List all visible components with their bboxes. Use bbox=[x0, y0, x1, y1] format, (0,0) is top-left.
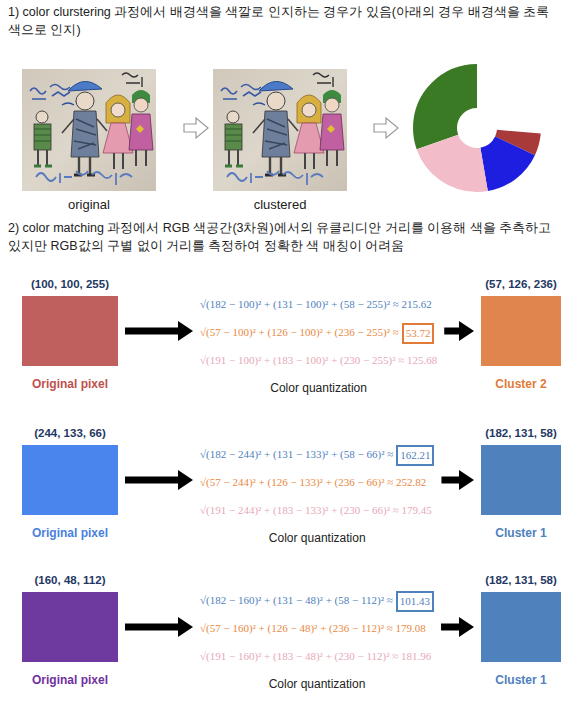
arrow-shaft bbox=[125, 624, 180, 631]
formula-line: √(57 − 160)² + (126 − 48)² + (236 − 112)… bbox=[200, 614, 434, 642]
distance-formula: √(191 − 100)² + (183 − 100)² + (230 − 25… bbox=[200, 354, 437, 366]
arrow-shaft bbox=[125, 328, 180, 335]
formula-line: √(191 − 244)² + (183 − 133)² + (230 − 66… bbox=[200, 496, 434, 524]
step-caption: Color quantization bbox=[200, 670, 434, 698]
pie-chart bbox=[435, 86, 519, 170]
pixel-node: (244, 133, 66) Original pixel bbox=[22, 425, 118, 541]
flow-arrow bbox=[184, 118, 208, 138]
color-swatch bbox=[481, 296, 561, 366]
color-swatch bbox=[481, 592, 561, 662]
flow-arrow bbox=[374, 118, 398, 138]
formula-line: √(182 − 244)² + (131 − 133)² + (58 − 66)… bbox=[200, 440, 434, 468]
distance-formula: √(191 − 160)² + (183 − 48)² + (230 − 112… bbox=[200, 650, 431, 662]
color-swatch bbox=[22, 296, 118, 366]
pie-slice bbox=[435, 86, 519, 170]
rgb-value: (182, 131, 58) bbox=[478, 425, 564, 441]
arrow-shaft bbox=[441, 477, 461, 484]
distance-block: √(182 − 160)² + (131 − 48)² + (58 − 112)… bbox=[200, 586, 434, 698]
rgb-value: (57, 126, 236) bbox=[478, 276, 564, 292]
pixel-label: Original pixel bbox=[22, 376, 118, 392]
distance-formula: √(182 − 100)² + (131 − 100)² + (58 − 255… bbox=[200, 298, 432, 310]
color-swatch bbox=[22, 445, 118, 515]
pixel-label: Original pixel bbox=[22, 672, 118, 688]
formula-line: √(57 − 244)² + (126 − 133)² + (236 − 66)… bbox=[200, 468, 434, 496]
section-note: 1) color clurstering 과정에서 배경색을 색깔로 인지하는 … bbox=[8, 3, 560, 39]
image-caption: clustered bbox=[213, 197, 347, 213]
distance-formula: √(182 − 244)² + (131 − 133)² + (58 − 66)… bbox=[200, 448, 393, 460]
formula-line: √(182 − 160)² + (131 − 48)² + (58 − 112)… bbox=[200, 586, 434, 614]
distance-formula: √(57 − 244)² + (126 − 133)² + (236 − 66)… bbox=[200, 476, 426, 488]
pie-slice bbox=[435, 86, 519, 170]
pie-slice bbox=[435, 86, 519, 170]
rgb-value: (100, 100, 255) bbox=[22, 276, 118, 292]
step-caption: Color quantization bbox=[200, 524, 434, 552]
pixel-label: Original pixel bbox=[22, 525, 118, 541]
pixel-label: Cluster 1 bbox=[478, 672, 564, 688]
min-distance: 101.43 bbox=[396, 591, 434, 612]
arrow-head bbox=[178, 470, 193, 490]
clustered-image bbox=[213, 69, 347, 191]
arrow-shaft bbox=[444, 328, 461, 335]
pixel-node: (182, 131, 58) Cluster 1 bbox=[478, 425, 564, 541]
rgb-value: (244, 133, 66) bbox=[22, 425, 118, 441]
formula-line: √(57 − 100)² + (126 − 100)² + (236 − 255… bbox=[200, 318, 437, 346]
formula-line: √(191 − 100)² + (183 − 100)² + (230 − 25… bbox=[200, 346, 437, 374]
formula-line: √(191 − 160)² + (183 − 48)² + (230 − 112… bbox=[200, 642, 434, 670]
color-swatch bbox=[22, 592, 118, 662]
arrow-head bbox=[459, 470, 474, 490]
arrow-head bbox=[459, 321, 474, 341]
arrow-head bbox=[178, 617, 193, 637]
pixel-node: (182, 131, 58) Cluster 1 bbox=[478, 572, 564, 688]
image-caption: original bbox=[22, 197, 156, 213]
pixel-node: (100, 100, 255) Original pixel bbox=[22, 276, 118, 392]
rgb-value: (160, 48, 112) bbox=[22, 572, 118, 588]
min-distance: 53.72 bbox=[402, 323, 435, 344]
pie-slice bbox=[435, 86, 519, 170]
rgb-value: (182, 131, 58) bbox=[478, 572, 564, 588]
distance-block: √(182 − 100)² + (131 − 100)² + (58 − 255… bbox=[200, 290, 437, 402]
distance-formula: √(182 − 160)² + (131 − 48)² + (58 − 112)… bbox=[200, 594, 393, 606]
min-distance: 162.21 bbox=[396, 445, 434, 466]
distance-formula: √(57 − 160)² + (126 − 48)² + (236 − 112)… bbox=[200, 622, 426, 634]
arrow-head bbox=[178, 321, 193, 341]
color-swatch bbox=[481, 445, 561, 515]
distance-formula: √(191 − 244)² + (183 − 133)² + (230 − 66… bbox=[200, 504, 432, 516]
section-note: 2) color matching 과정에서 RGB 색공간(3차원)에서의 유… bbox=[8, 219, 560, 255]
arrow-head bbox=[459, 617, 474, 637]
flow-arrow bbox=[441, 470, 474, 490]
arrow-shaft bbox=[441, 624, 461, 631]
formula-line: √(182 − 100)² + (131 − 100)² + (58 − 255… bbox=[200, 290, 437, 318]
pixel-node: (57, 126, 236) Cluster 2 bbox=[478, 276, 564, 392]
step-caption: Color quantization bbox=[200, 374, 437, 402]
arrow-shaft bbox=[125, 477, 180, 484]
flow-arrow bbox=[125, 321, 193, 341]
flow-arrow bbox=[125, 617, 193, 637]
pixel-label: Cluster 1 bbox=[478, 525, 564, 541]
flow-arrow bbox=[125, 470, 193, 490]
pixel-node: (160, 48, 112) Original pixel bbox=[22, 572, 118, 688]
distance-formula: √(57 − 100)² + (126 − 100)² + (236 − 255… bbox=[200, 326, 399, 338]
flow-arrow bbox=[444, 321, 474, 341]
flow-arrow bbox=[441, 617, 474, 637]
distance-block: √(182 − 244)² + (131 − 133)² + (58 − 66)… bbox=[200, 440, 434, 552]
pixel-label: Cluster 2 bbox=[478, 376, 564, 392]
original-image bbox=[22, 69, 156, 191]
